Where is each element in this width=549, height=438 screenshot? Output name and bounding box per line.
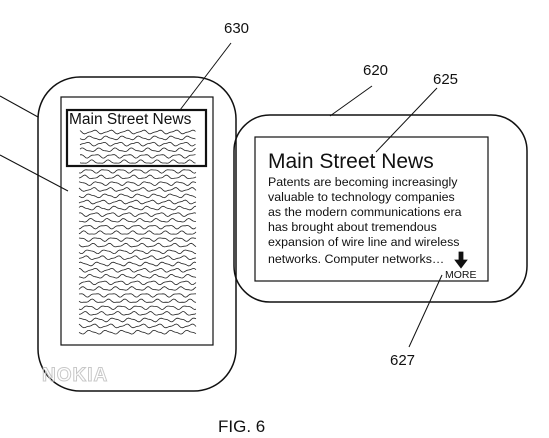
- ref-numeral-630: 630: [224, 20, 249, 37]
- article-line: expansion of wire line and wireless: [268, 235, 459, 249]
- text-placeholder-line: [78, 193, 197, 199]
- portrait-text-squiggles: [78, 129, 197, 335]
- leader-line: [408, 274, 443, 348]
- text-placeholder-line: [78, 293, 197, 298]
- leader-line: [0, 154, 69, 192]
- article-line: networks. Computer networks…: [268, 252, 444, 266]
- text-placeholder-line: [79, 154, 196, 159]
- landscape-device: Main Street News Patents are becoming in…: [233, 114, 528, 303]
- text-placeholder-line: [79, 141, 196, 147]
- ref-numeral-620: 620: [363, 62, 388, 79]
- text-placeholder-line: [79, 159, 196, 164]
- leader-line: [329, 85, 373, 117]
- text-placeholder-line: [78, 298, 197, 303]
- leader-line: [179, 42, 232, 111]
- text-placeholder-line: [79, 147, 196, 152]
- text-placeholder-line: [78, 261, 197, 267]
- landscape-headline: Main Street News: [268, 150, 434, 173]
- article-line: Patents are becoming increasingly: [268, 175, 458, 189]
- text-placeholder-line: [78, 187, 197, 192]
- text-placeholder-line: [78, 218, 197, 223]
- text-placeholder-line: [78, 205, 197, 211]
- leader-lines: [0, 42, 443, 348]
- leader-line: [375, 87, 438, 153]
- landscape-device-screen: [254, 136, 489, 282]
- text-placeholder-line: [78, 329, 197, 335]
- text-placeholder-line: [78, 230, 197, 235]
- landscape-device-housing: [233, 114, 528, 303]
- portrait-device-housing: [37, 76, 237, 392]
- text-placeholder-line: [78, 199, 197, 205]
- text-placeholder-line: [78, 225, 197, 230]
- figure-caption: FIG. 6: [218, 417, 265, 436]
- portrait-device: Main Street News: [37, 76, 237, 392]
- text-placeholder-line: [78, 249, 197, 255]
- text-placeholder-line: [78, 267, 197, 273]
- article-body: Patents are becoming increasingly valuab…: [268, 175, 462, 266]
- text-placeholder-line: [78, 305, 197, 311]
- ref-numeral-627: 627: [390, 352, 415, 369]
- more-label: MORE: [445, 269, 477, 281]
- text-placeholder-line: [78, 323, 197, 329]
- text-placeholder-line: [78, 280, 197, 286]
- text-placeholder-line: [78, 237, 197, 242]
- portrait-headline: Main Street News: [69, 111, 192, 128]
- text-placeholder-line: [79, 135, 196, 141]
- watermark-logo: NOKIA: [42, 365, 108, 386]
- text-placeholder-line: [78, 174, 197, 180]
- more-button[interactable]: MORE: [445, 251, 477, 281]
- text-placeholder-line: [78, 286, 197, 291]
- text-placeholder-line: [79, 129, 196, 135]
- ref-numeral-625: 625: [433, 71, 458, 88]
- portrait-device-screen: [60, 96, 214, 346]
- text-placeholder-line: [78, 255, 197, 261]
- text-placeholder-line: [78, 242, 197, 248]
- leader-line: [0, 95, 39, 118]
- text-placeholder-line: [78, 181, 197, 186]
- article-line: has brought about tremendous: [268, 220, 437, 234]
- text-placeholder-line: [78, 273, 197, 279]
- text-placeholder-line: [78, 311, 197, 316]
- text-placeholder-line: [78, 212, 197, 217]
- highlighted-headline-box[interactable]: [65, 108, 208, 168]
- article-line: valuable to technology companies: [268, 190, 455, 204]
- article-line: as the modern communications era: [268, 205, 462, 219]
- text-placeholder-line: [78, 317, 197, 323]
- text-placeholder-line: [78, 169, 197, 174]
- down-arrow-icon: [454, 251, 468, 269]
